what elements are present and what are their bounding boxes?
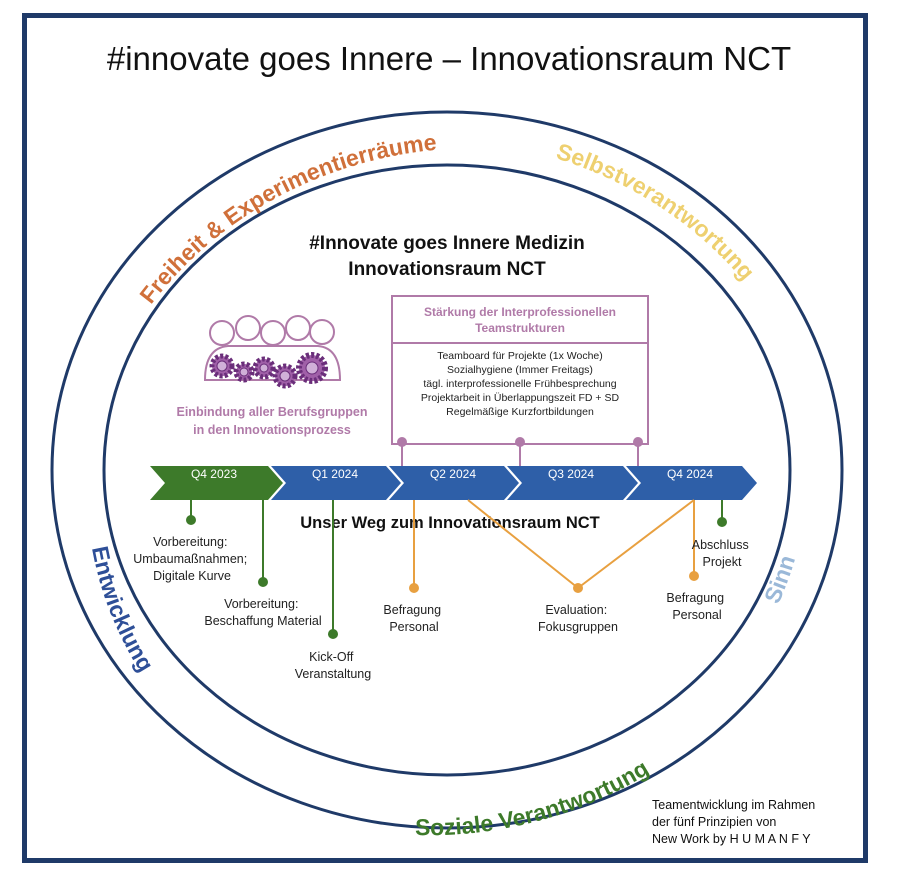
- box-item: Regelmäßige Kurzfortbildungen: [446, 406, 594, 418]
- connector-dot: [397, 437, 407, 447]
- phase-q1-2024: [271, 466, 401, 500]
- inner-ring: [102, 163, 792, 777]
- center-title-line1: #Innovate goes Innere Medizin: [309, 233, 585, 254]
- phase-q3-2024: [507, 466, 638, 500]
- box-heading-line1: Stärkung der Interprofessionellen: [424, 305, 616, 319]
- box-item: Teamboard für Projekte (1x Woche): [437, 350, 603, 362]
- phase-label: Q4 2023: [191, 467, 237, 481]
- milestone-label: Befragung Personal: [666, 591, 727, 622]
- box-heading-line2: Teamstrukturen: [475, 321, 565, 335]
- connector-dot: [515, 437, 525, 447]
- phase-label: Q4 2024: [667, 467, 713, 481]
- footnote-line3: New Work by H U M A N F Y: [652, 832, 811, 846]
- milestone-dot: [717, 517, 727, 527]
- box-connectors: [401, 444, 639, 466]
- outer-ring: [50, 110, 844, 830]
- ring-label-selbst: Selbstverantwortung: [553, 138, 759, 285]
- center-title-line2: Innovationsraum NCT: [348, 259, 546, 280]
- milestone-label: Kick-Off Veranstaltung: [295, 650, 371, 681]
- phase-label: Q1 2024: [312, 467, 358, 481]
- milestone-label: Evaluation: Fokusgruppen: [538, 603, 618, 634]
- milestone-dot: [328, 629, 338, 639]
- inclusion-line2: in den Innovationsprozess: [193, 423, 351, 437]
- box-item: Sozialhygiene (Immer Freitags): [447, 364, 593, 376]
- team-structures-box: Stärkung der Interprofessionellen Teamst…: [391, 295, 649, 445]
- phase-label: Q3 2024: [548, 467, 594, 481]
- phase-q2-2024: [389, 466, 519, 500]
- ring-label-freiheit: Freiheit & Experimentierräume: [134, 129, 437, 308]
- milestone-label: Vorbereitung: Beschaffung Material: [204, 597, 321, 628]
- orange-milestone-lines: [413, 499, 695, 589]
- connector-dot: [633, 437, 643, 447]
- ring-label-sinn: Sinn: [759, 552, 800, 607]
- milestone-dot: [186, 515, 196, 525]
- box-item: tägl. interprofessionelle Frühbesprechun…: [423, 378, 616, 390]
- milestone-dot: [258, 577, 268, 587]
- milestone-dot: [573, 583, 583, 593]
- milestone-dot: [409, 583, 419, 593]
- footnote-line2: der fünf Prinzipien von: [652, 815, 777, 829]
- milestone-label: Vorbereitung: Umbaumaßnahmen; Digitale K…: [133, 535, 250, 583]
- people-gears-icon: [203, 315, 342, 389]
- timeline: Q4 2023 Q1 2024 Q2 2024 Q3 2024 Q4 2024: [150, 466, 757, 500]
- timeline-label: Unser Weg zum Innovationsraum NCT: [300, 514, 599, 532]
- milestone-dot: [689, 571, 699, 581]
- phase-q4-2024: [626, 466, 757, 500]
- phase-q4-2023: [150, 466, 283, 500]
- milestone-label: Befragung Personal: [383, 603, 444, 634]
- milestone-label: Abschluss Projekt: [692, 538, 752, 569]
- footnote: Teamentwicklung im Rahmen der fünf Prinz…: [652, 797, 815, 848]
- box-item: Projektarbeit in Überlappungszeit FD + S…: [421, 392, 620, 404]
- inclusion-line1: Einbindung aller Berufsgruppen: [177, 405, 368, 419]
- ring-label-sozial: Soziale Verantwortung: [415, 755, 653, 841]
- phase-label: Q2 2024: [430, 467, 476, 481]
- page-title: #innovate goes Innere – Innovationsraum …: [106, 40, 792, 77]
- footnote-line1: Teamentwicklung im Rahmen: [652, 798, 816, 812]
